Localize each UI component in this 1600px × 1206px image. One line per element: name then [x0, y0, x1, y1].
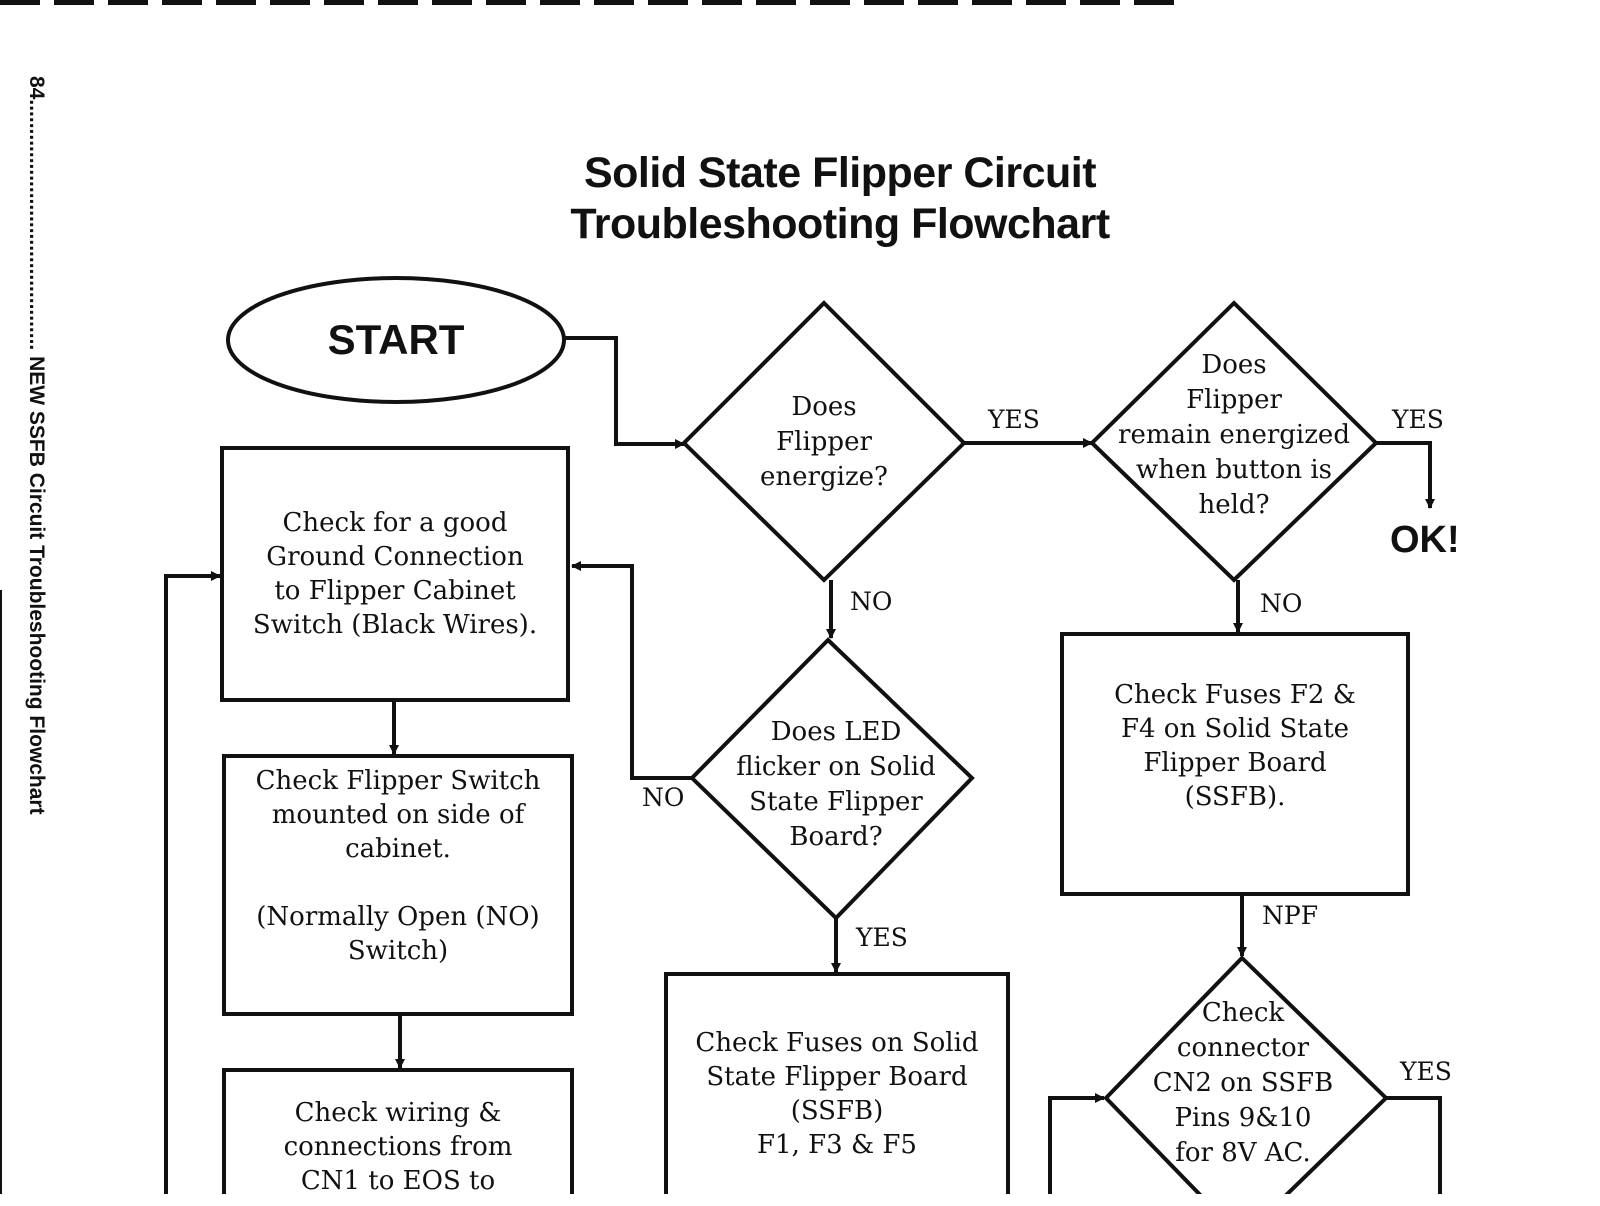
led-line: Board? — [789, 822, 883, 852]
ground-line: Ground Connection — [266, 542, 524, 572]
led-line: flicker on Solid — [736, 752, 936, 782]
ground-box-text: Check for a good Ground Connection to Fl… — [226, 452, 564, 696]
fuses-f1-line: (SSFB) — [790, 1096, 884, 1126]
remain-line: remain energized — [1118, 419, 1350, 450]
remain-line: when button is — [1135, 454, 1332, 485]
box-wiring — [222, 1068, 574, 1194]
page-side-header: 84......................................… — [25, 76, 48, 815]
decision-cn2 — [1103, 955, 1389, 1194]
fuses-f2-f4-line: F4 on Solid State — [1120, 714, 1350, 744]
wiring-line: CN1 to EOS to — [300, 1166, 496, 1196]
start-label: START — [327, 316, 465, 363]
title-line-1: Solid State Flipper Circuit — [583, 149, 1097, 197]
title-line-2: Troubleshooting Flowchart — [570, 200, 1110, 248]
label-no-energize: NO — [850, 587, 893, 616]
switch-line: Check Flipper Switch — [255, 766, 541, 796]
arrow-loop-to-cn2 — [1048, 1093, 1105, 1194]
ground-line: Check for a good — [282, 508, 508, 538]
led-line: State Flipper — [749, 787, 923, 817]
fuses-f2-f4-line: Flipper Board — [1143, 748, 1327, 778]
box-fuses-f1-f3-f5 — [664, 972, 1010, 1194]
label-no-led: NO — [642, 783, 685, 812]
ground-line: to Flipper Cabinet — [274, 576, 516, 606]
wiring-line: Check wiring & — [294, 1098, 502, 1128]
arrow-loop-to-ground — [164, 571, 221, 1194]
line-cn2-yes — [1386, 1096, 1442, 1194]
label-yes-energize: YES — [988, 405, 1040, 434]
fuses-f2-f4-text: Check Fuses F2 & F4 on Solid State Flipp… — [1066, 678, 1404, 828]
cn2-line: Pins 9&10 — [1174, 1103, 1312, 1133]
decision-remain-energized — [1089, 300, 1379, 583]
arrow-remain-yes-ok — [1376, 441, 1435, 509]
switch-note-line: (Normally Open (NO) — [256, 902, 540, 932]
arrow-led-no-to-ground — [571, 561, 692, 780]
cn2-question: Check connector CN2 on SSFB Pins 9&10 fo… — [1136, 996, 1350, 1176]
label-no-remain: NO — [1260, 589, 1303, 618]
switch-line: mounted on side of — [271, 800, 525, 830]
label-yes-remain: YES — [1392, 405, 1444, 434]
switch-note-line: Switch) — [347, 936, 449, 966]
label-npf: NPF — [1262, 901, 1319, 930]
remain-question: Does Flipper remain energized when butto… — [1106, 344, 1362, 526]
fuses-f1-line: State Flipper Board — [706, 1062, 968, 1092]
led-line: Does LED — [770, 717, 902, 747]
energize-line: Does — [791, 391, 857, 422]
fuses-f1-line: F1, F3 & F5 — [757, 1130, 917, 1160]
remain-line: held? — [1198, 489, 1270, 520]
label-yes-led: YES — [856, 923, 908, 952]
fuses-f1-f3-f5-text: Check Fuses on Solid State Flipper Board… — [670, 1026, 1004, 1176]
label-yes-cn2: YES — [1400, 1057, 1452, 1086]
energize-question: Does Flipper energize? — [714, 382, 934, 502]
fuses-f2-f4-line: (SSFB). — [1184, 782, 1286, 812]
decision-energize — [681, 300, 967, 583]
cn2-line: connector — [1176, 1033, 1310, 1063]
fuses-f2-f4-line: Check Fuses F2 & — [1114, 680, 1356, 710]
cn2-line: CN2 on SSFB — [1152, 1068, 1334, 1098]
ground-line: Switch (Black Wires). — [252, 610, 538, 640]
remain-line: Does — [1201, 349, 1267, 380]
remain-line: Flipper — [1186, 384, 1282, 415]
fuses-f1-line: Check Fuses on Solid — [695, 1028, 979, 1058]
wiring-box-text: Check wiring & connections from CN1 to E… — [228, 1096, 568, 1206]
cn2-line: Check — [1201, 998, 1285, 1028]
wiring-line: connections from — [283, 1132, 513, 1162]
led-question: Does LED flicker on Solid State Flipper … — [726, 710, 946, 860]
energize-line: Flipper — [776, 426, 872, 457]
ok-label: OK! — [1390, 519, 1460, 561]
switch-box-text: Check Flipper Switch mounted on side of … — [228, 764, 568, 994]
flowchart-title: Solid State Flipper Circuit Troubleshoot… — [470, 148, 1210, 250]
energize-line: energize? — [760, 461, 888, 492]
box-fuses-f2-f4 — [1060, 632, 1410, 896]
arrow-start-to-energize — [564, 336, 685, 449]
cn2-line: for 8V AC. — [1175, 1138, 1311, 1168]
switch-line: cabinet. — [345, 834, 451, 864]
